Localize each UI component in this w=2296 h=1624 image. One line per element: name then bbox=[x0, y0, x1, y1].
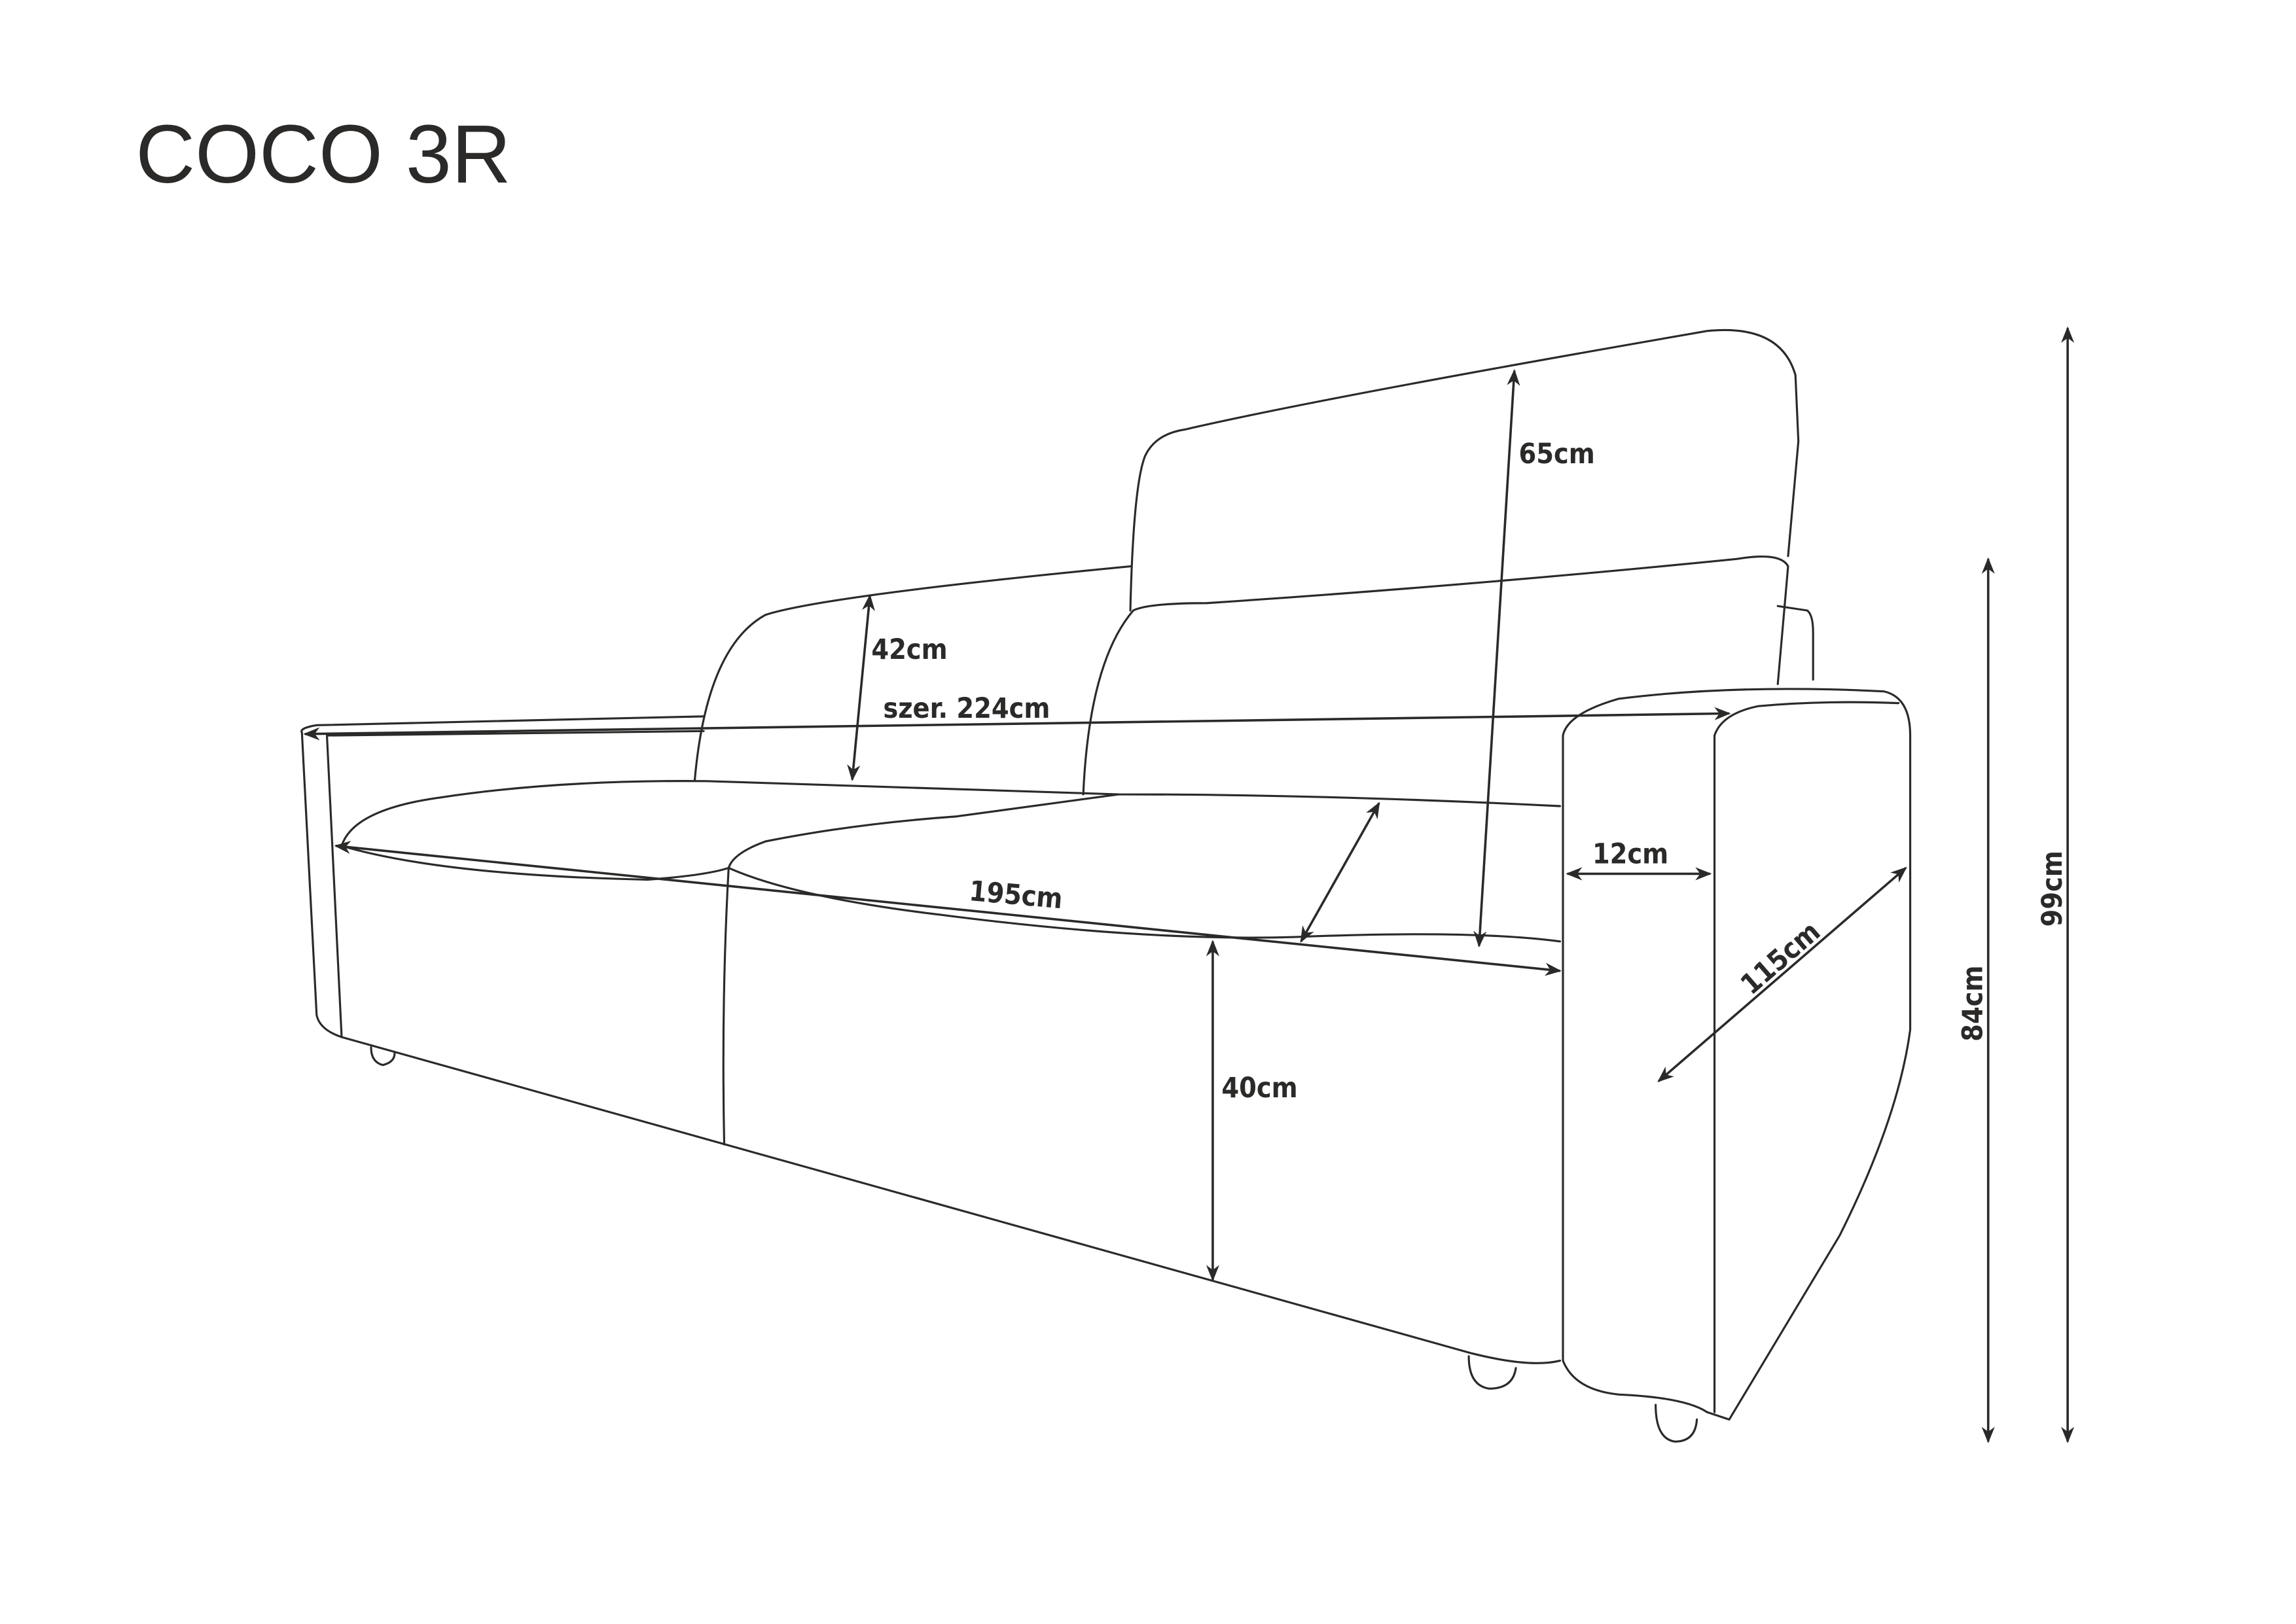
label-42cm: 42cm bbox=[871, 633, 947, 666]
arrow-115cm bbox=[1657, 866, 1907, 1083]
label-65cm: 65cm bbox=[1519, 438, 1595, 470]
label-224cm: szer. 224cm bbox=[883, 692, 1050, 725]
arrow-195cm bbox=[334, 840, 1562, 976]
dimension-arrows bbox=[303, 326, 2075, 1443]
label-40cm: 40cm bbox=[1221, 1072, 1297, 1104]
label-195cm: 195cm bbox=[968, 875, 1064, 915]
arrow-224cm bbox=[303, 707, 1731, 741]
label-12cm: 12cm bbox=[1592, 838, 1668, 871]
label-115cm: 115cm bbox=[1734, 915, 1827, 1002]
arrow-65cm bbox=[1473, 369, 1520, 948]
dimension-labels: 65cm 42cm szer. 224cm 195cm 12cm 115cm 4… bbox=[871, 438, 2069, 1104]
product-title: COCO 3R bbox=[135, 108, 511, 200]
arrow-seat-depth bbox=[1300, 802, 1380, 944]
arrow-42cm bbox=[847, 594, 875, 782]
sofa-outline bbox=[300, 328, 1912, 1443]
label-99cm: 99cm bbox=[2036, 851, 2069, 927]
label-84cm: 84cm bbox=[1957, 965, 1990, 1041]
